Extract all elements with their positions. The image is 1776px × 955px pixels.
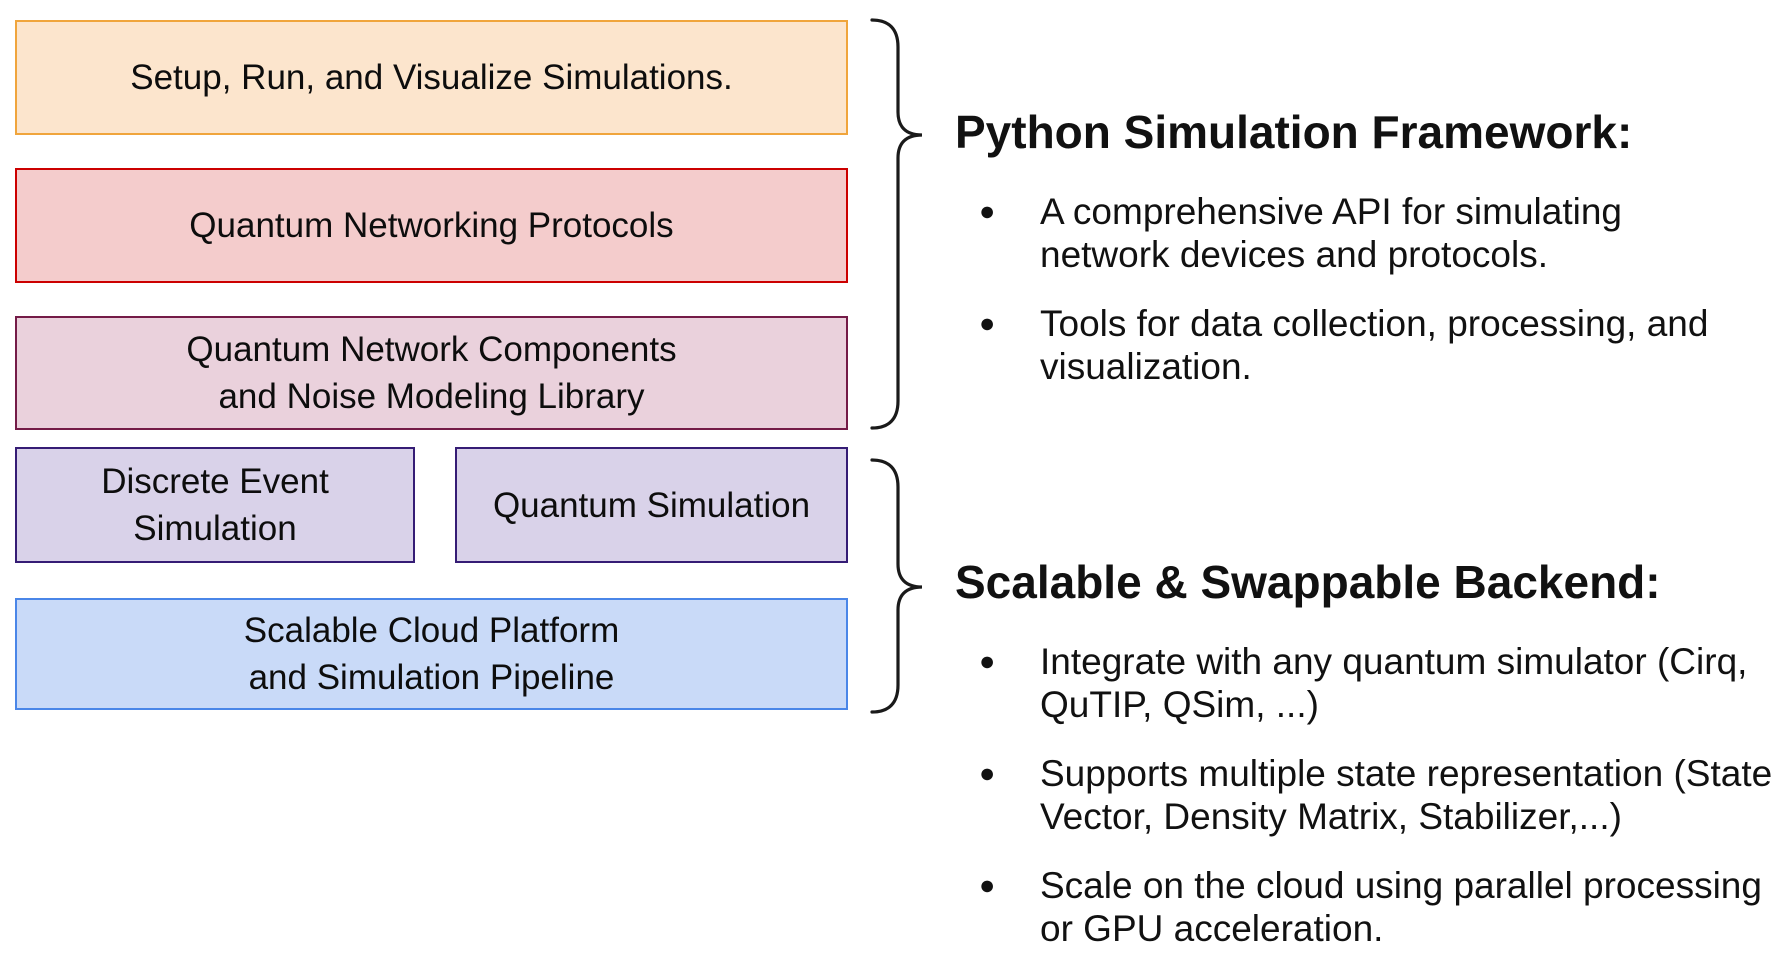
bullet-item: ● Supports multiple state representation…: [955, 752, 1772, 838]
curly-brace-backend-icon: [870, 458, 923, 714]
bullet-dot-icon: ●: [979, 758, 996, 788]
section-python-framework: Python Simulation Framework: ● A compreh…: [955, 104, 1745, 388]
bullet-item: ● Tools for data collection, processing,…: [955, 302, 1745, 388]
bullet-line: Vector, Density Matrix, Stabilizer,...): [1040, 796, 1622, 837]
bullet-item: ● Integrate with any quantum simulator (…: [955, 640, 1748, 726]
bullet-item: ● A comprehensive API for simulating net…: [955, 190, 1745, 276]
layer-setup-box: Setup, Run, and Visualize Simulations.: [15, 20, 848, 135]
bullet-line: visualization.: [1040, 346, 1252, 387]
layer-label: Quantum Networking Protocols: [189, 206, 674, 245]
bullet-dot-icon: ●: [979, 870, 996, 900]
layer-cloud-box: Scalable Cloud Platform and Simulation P…: [15, 598, 848, 710]
bullet-line: A comprehensive API for simulating: [1040, 191, 1623, 232]
layer-label: Setup, Run, and Visualize Simulations.: [130, 58, 733, 97]
bullet-line: QuTIP, QSim, ...): [1040, 684, 1319, 725]
bullet-dot-icon: ●: [979, 646, 996, 676]
curly-brace-framework-icon: [870, 18, 923, 430]
bullet-item: ● Scale on the cloud using parallel proc…: [955, 864, 1762, 950]
layer-label: Scalable Cloud Platform: [243, 611, 620, 650]
layer-label: Quantum Simulation: [492, 485, 811, 525]
layer-protocols-box: Quantum Networking Protocols: [15, 168, 848, 283]
layer-quantum-simulation-box: Quantum Simulation: [455, 447, 848, 563]
bullet-dot-icon: ●: [979, 308, 996, 338]
bullet-line: or GPU acceleration.: [1040, 908, 1384, 949]
bullet-line: network devices and protocols.: [1040, 234, 1548, 275]
bullet-line: Tools for data collection, processing, a…: [1040, 303, 1709, 344]
layer-label: Discrete Event: [101, 462, 329, 501]
layer-label: Quantum Network Components: [186, 330, 677, 369]
layer-label: and Noise Modeling Library: [218, 377, 645, 416]
bullet-dot-icon: ●: [979, 196, 996, 226]
layer-discrete-event-box: Discrete Event Simulation: [15, 447, 415, 563]
section-heading: Python Simulation Framework:: [955, 106, 1633, 158]
section-backend: Scalable & Swappable Backend: ● Integrat…: [955, 554, 1772, 950]
bullet-line: Scale on the cloud using parallel proces…: [1040, 865, 1762, 906]
bullet-line: Integrate with any quantum simulator (Ci…: [1040, 641, 1748, 682]
layer-label: Simulation: [133, 509, 297, 548]
layer-label: and Simulation Pipeline: [248, 658, 615, 697]
layer-components-box: Quantum Network Components and Noise Mod…: [15, 316, 848, 430]
bullet-line: Supports multiple state representation (…: [1040, 753, 1773, 794]
section-heading: Scalable & Swappable Backend:: [955, 556, 1661, 608]
